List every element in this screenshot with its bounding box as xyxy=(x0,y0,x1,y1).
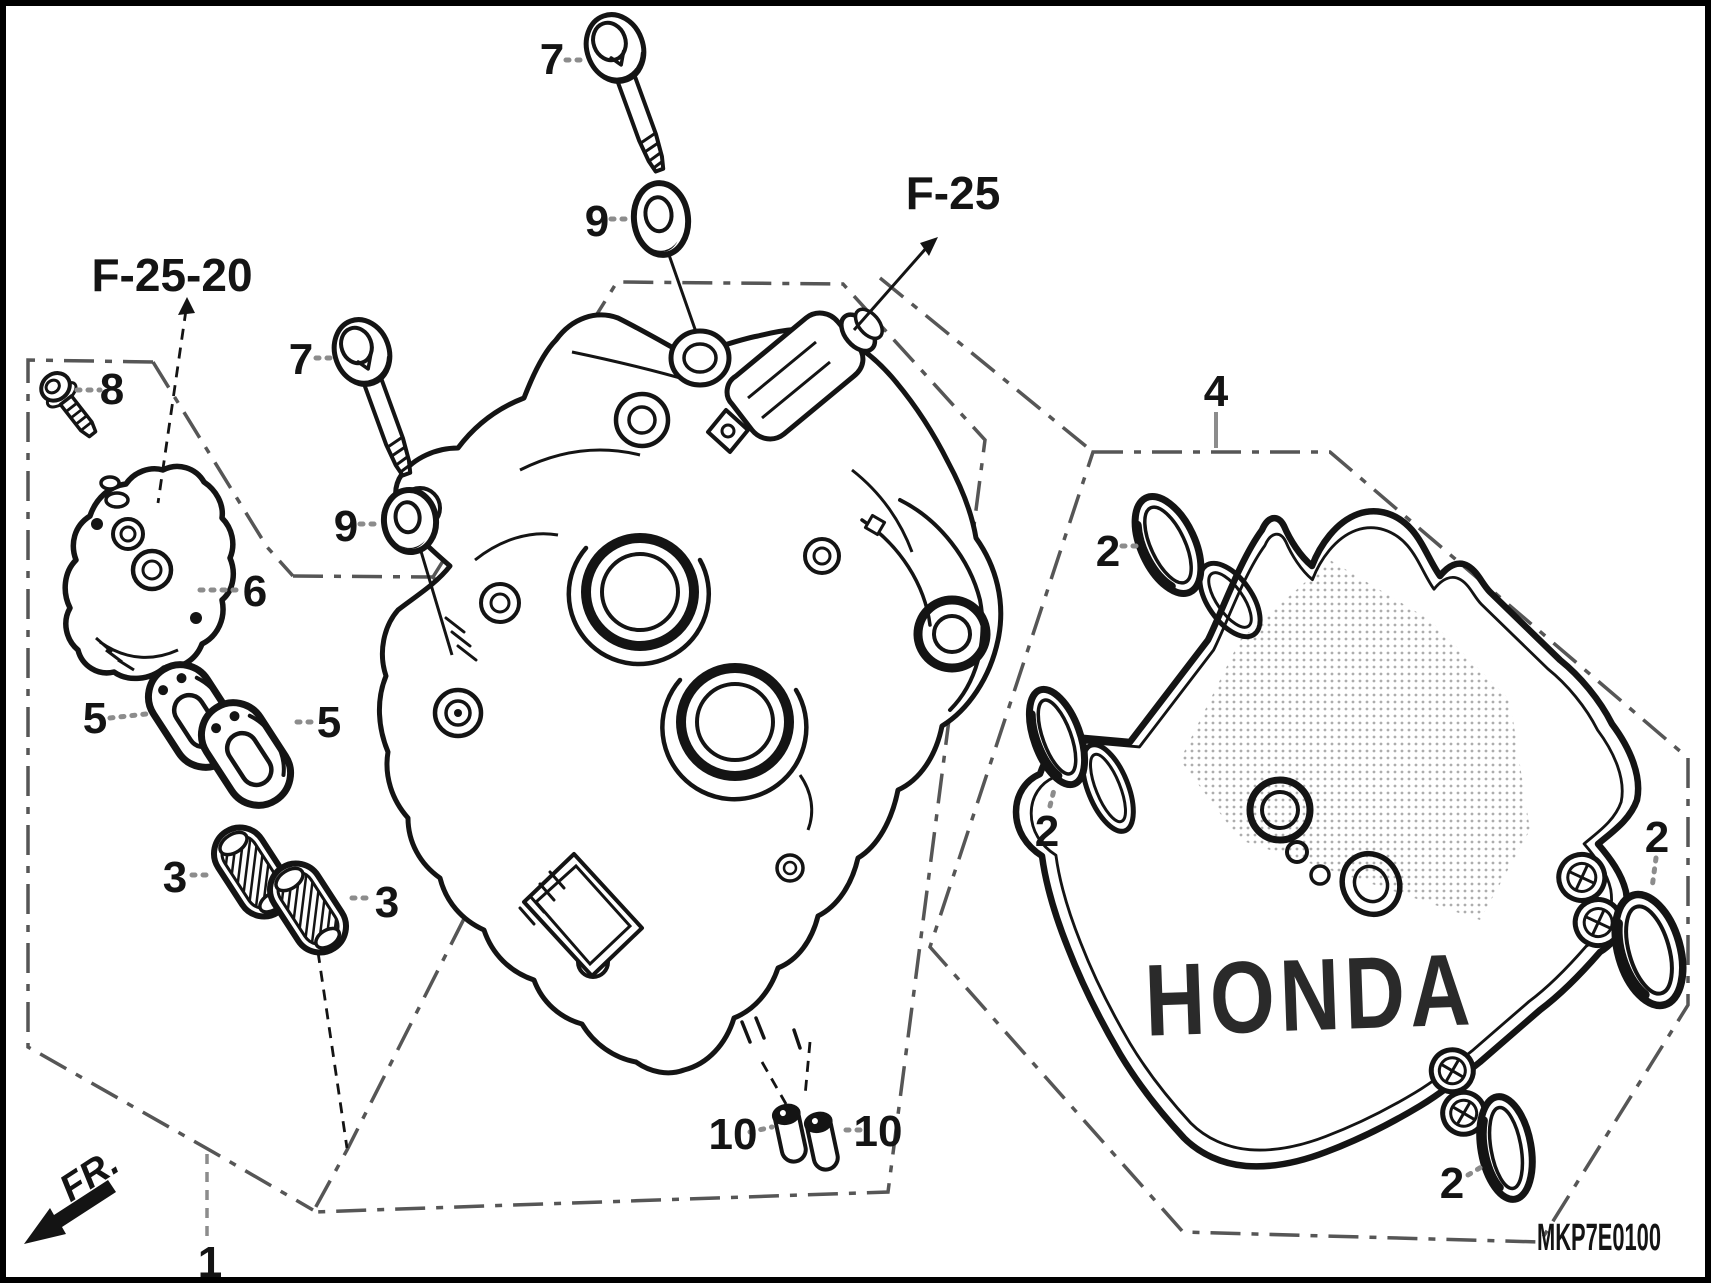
callout-9-top: 9 xyxy=(585,197,609,246)
f25-20-label: F-25-20 xyxy=(91,249,252,301)
gasket-pad-a xyxy=(1556,851,1624,949)
f25-20-arrowhead xyxy=(178,297,195,315)
right-region-boundary xyxy=(928,450,1690,1244)
oring-left-part xyxy=(1025,685,1089,789)
left-region-boundary xyxy=(26,358,314,1212)
honda-watermark-text: HONDA xyxy=(1143,932,1477,1057)
callout-2-left: 2 xyxy=(1035,807,1059,856)
left-region-diagonal xyxy=(151,361,295,578)
cover-hatch-ticks xyxy=(444,616,478,662)
callout-9-left: 9 xyxy=(334,502,358,551)
diagram-code: MKP7E0100 xyxy=(1537,1217,1661,1259)
callout-1: 1 xyxy=(198,1238,222,1283)
cover-right-ring-inner xyxy=(932,614,972,654)
spark-bore-2-arc xyxy=(660,677,809,802)
breather-cover-part xyxy=(62,463,237,682)
washer-top-pointer xyxy=(666,251,698,333)
grommet-leader-line xyxy=(316,951,349,1149)
callout-2-bottom: 2 xyxy=(1440,1159,1464,1208)
cover-right-ring xyxy=(913,595,991,673)
sealing-bolt-top-part xyxy=(583,12,666,174)
spark-bore-1-arc xyxy=(566,545,712,667)
callout-2-top: 2 xyxy=(1096,527,1120,576)
right-region-spur xyxy=(878,276,1095,454)
callout-10-right: 10 xyxy=(854,1107,903,1156)
cover-rib-3 xyxy=(851,468,914,553)
gasket-pad-b xyxy=(1428,1047,1488,1137)
cover-studs xyxy=(740,1016,802,1050)
region-boundaries xyxy=(26,276,1690,1244)
cover-rib-4 xyxy=(798,774,814,831)
watermark: HONDA xyxy=(1143,560,1530,1058)
cap-left-part xyxy=(771,1103,808,1164)
spark-bore-2-inner xyxy=(695,682,775,762)
cover-pocket xyxy=(518,852,644,978)
plate-right-part xyxy=(197,699,295,809)
callout-3-right: 3 xyxy=(375,878,399,927)
oring-bottom-part xyxy=(1476,1093,1536,1203)
sealing-bolt-left-part xyxy=(331,317,413,478)
fr-arrow-icon xyxy=(24,1180,116,1244)
breather-nipple xyxy=(99,475,121,491)
f25-reference: F-25 xyxy=(852,167,1001,331)
callout-5-left: 5 xyxy=(83,694,107,743)
solenoid-valve xyxy=(706,307,884,454)
cover-rib-1 xyxy=(474,532,559,562)
cap-leader-lines xyxy=(760,1041,812,1105)
oring-right-part xyxy=(1611,890,1687,1010)
callout-3-left: 3 xyxy=(163,853,187,902)
callout-labels: 1 2 2 2 2 3 3 4 5 5 6 7 7 8 9 9 10 10 xyxy=(83,35,1669,1283)
callout-7-left: 7 xyxy=(289,335,313,384)
washer-left-pointer xyxy=(418,547,454,656)
cylinder-head-cover-part xyxy=(376,307,1004,1076)
f25-arrowhead xyxy=(920,237,938,256)
callout-10-left: 10 xyxy=(709,1110,758,1159)
seal-washer-top-part xyxy=(630,180,692,258)
spark-bore-1-inner xyxy=(600,552,680,632)
cap-right-part xyxy=(803,1111,840,1172)
callout-2-right: 2 xyxy=(1645,813,1669,862)
flange-bolt-part xyxy=(39,371,98,439)
boundary-connector xyxy=(292,574,434,579)
breather-nipple-base xyxy=(104,491,130,509)
callout-8: 8 xyxy=(100,365,124,414)
cover-rib-2 xyxy=(519,448,641,472)
callout-4: 4 xyxy=(1204,367,1229,416)
cover-right-arc-1 xyxy=(898,498,985,712)
callout-5-right: 5 xyxy=(317,698,341,747)
f25-20-reference: F-25-20 xyxy=(91,249,253,504)
seal-washer-left-part xyxy=(380,487,440,555)
halftone-wedge xyxy=(1180,560,1530,920)
callout-6: 6 xyxy=(243,567,267,616)
callout-7-top: 7 xyxy=(540,35,564,84)
grommet-right-part xyxy=(267,860,349,956)
center-region-boundary xyxy=(309,280,987,1214)
callout-leaders xyxy=(74,57,1659,1238)
gasket-part xyxy=(1012,508,1642,1170)
f25-label: F-25 xyxy=(906,167,1001,219)
